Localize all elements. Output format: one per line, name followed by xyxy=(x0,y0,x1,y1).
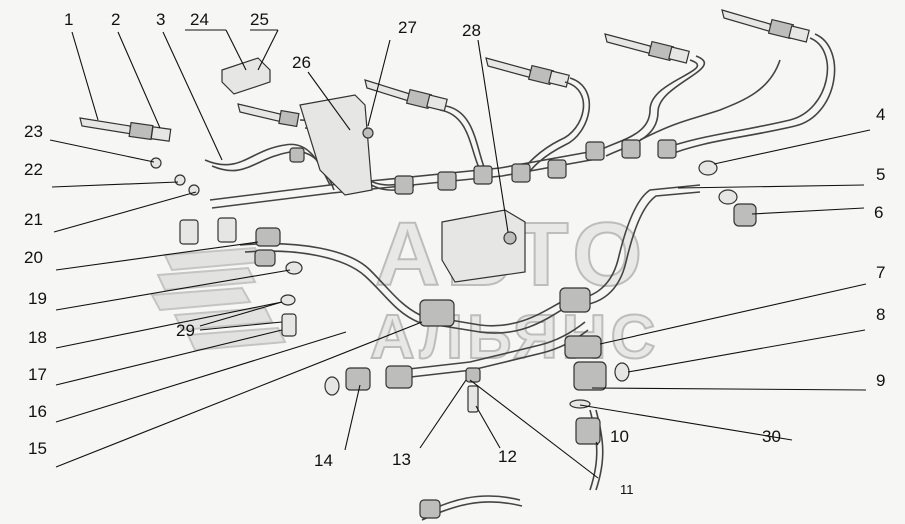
callout-17: 17 xyxy=(28,365,47,384)
injectors xyxy=(79,9,810,142)
callout-7: 7 xyxy=(876,263,885,282)
callout-21: 21 xyxy=(24,210,43,229)
injector xyxy=(364,79,448,112)
callout-15: 15 xyxy=(28,439,47,458)
callout-22: 22 xyxy=(24,160,43,179)
callout-28: 28 xyxy=(462,21,481,40)
callout-29: 29 xyxy=(176,321,195,340)
callout-8: 8 xyxy=(876,305,885,324)
callout-23: 23 xyxy=(24,122,43,141)
injector xyxy=(604,33,690,64)
callout-26: 26 xyxy=(292,53,311,72)
callout-20: 20 xyxy=(24,248,43,267)
callout-labels: 1 2 3 24 25 26 27 28 4 5 6 7 8 9 30 10 1… xyxy=(24,10,885,497)
injector xyxy=(79,117,172,142)
callout-11: 11 xyxy=(620,482,634,497)
callout-27: 27 xyxy=(398,18,417,37)
callout-16: 16 xyxy=(28,402,47,421)
watermark-logo xyxy=(150,246,287,352)
callout-4: 4 xyxy=(876,105,885,124)
callout-3: 3 xyxy=(156,10,165,29)
callout-6: 6 xyxy=(874,203,883,222)
watermark-line2: АЛЬЯНС xyxy=(370,303,659,372)
callout-30: 30 xyxy=(762,427,781,446)
callout-12: 12 xyxy=(498,447,517,466)
injector xyxy=(721,9,810,43)
small-parts xyxy=(150,157,757,519)
callout-19: 19 xyxy=(28,289,47,308)
injector xyxy=(485,57,570,88)
callout-18: 18 xyxy=(28,328,47,347)
callout-9: 9 xyxy=(876,371,885,390)
callout-5: 5 xyxy=(876,165,885,184)
callout-2: 2 xyxy=(111,10,120,29)
rail-fittings xyxy=(289,139,677,195)
injector xyxy=(237,103,300,128)
callout-13: 13 xyxy=(392,450,411,469)
brackets xyxy=(221,57,526,283)
callout-25: 25 xyxy=(250,10,269,29)
leader-lines xyxy=(49,29,871,479)
callout-1: 1 xyxy=(64,10,73,29)
callout-24: 24 xyxy=(190,10,209,29)
callout-10: 10 xyxy=(610,427,629,446)
callout-14: 14 xyxy=(314,451,333,470)
